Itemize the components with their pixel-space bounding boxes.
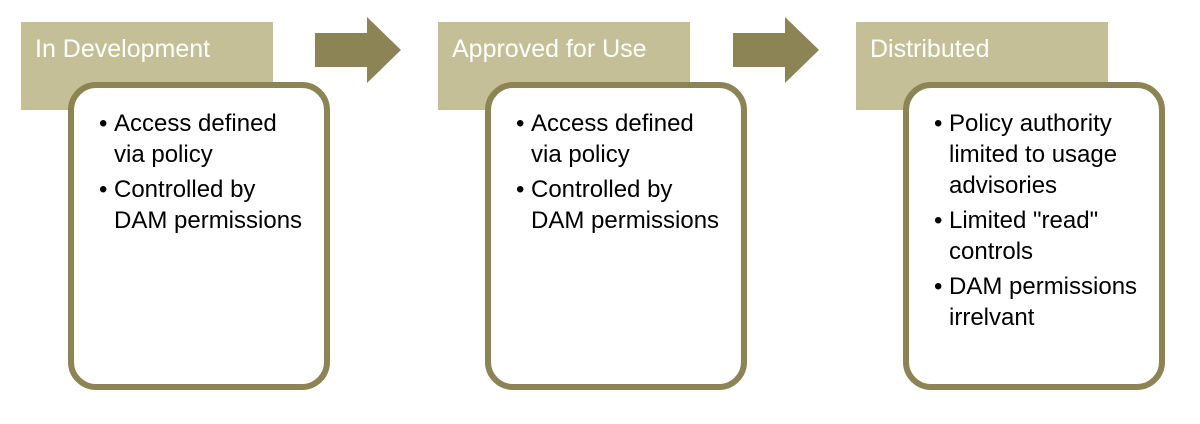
bullet-dot: • bbox=[99, 176, 108, 203]
bullet-dot: • bbox=[934, 110, 943, 137]
bullet-dot: • bbox=[516, 110, 525, 137]
arrow-right-icon bbox=[315, 17, 401, 83]
bullet-text: Controlled by DAM permissions bbox=[531, 176, 720, 234]
bullet-item: •Controlled by DAM permissions bbox=[516, 174, 731, 236]
bullet-text: Access defined via policy bbox=[114, 110, 277, 168]
bullet-dot: • bbox=[516, 176, 525, 203]
bullet-dot: • bbox=[934, 273, 943, 300]
bullet-text: DAM permissions irrelvant bbox=[949, 273, 1138, 331]
bullet-item: •Limited "read" controls bbox=[934, 205, 1149, 267]
bullet-dot: • bbox=[99, 110, 108, 137]
bullet-item: •Policy authority limited to usage advis… bbox=[934, 108, 1149, 201]
bullet-list: •Policy authority limited to usage advis… bbox=[934, 108, 1149, 333]
bullet-item: •DAM permissions irrelvant bbox=[934, 271, 1149, 333]
bullet-list: •Access defined via policy •Controlled b… bbox=[99, 108, 314, 236]
bullet-list: •Access defined via policy •Controlled b… bbox=[516, 108, 731, 236]
stage-in-development: In Development •Access defined via polic… bbox=[21, 0, 361, 424]
stage-details-box: •Policy authority limited to usage advis… bbox=[903, 82, 1165, 390]
bullet-text: Policy authority limited to usage adviso… bbox=[949, 110, 1118, 199]
bullet-item: •Controlled by DAM permissions bbox=[99, 174, 314, 236]
bullet-dot: • bbox=[934, 207, 943, 234]
bullet-item: •Access defined via policy bbox=[516, 108, 731, 170]
bullet-text: Limited "read" controls bbox=[949, 207, 1099, 265]
stage-distributed: Distributed •Policy authority limited to… bbox=[856, 0, 1196, 424]
arrow-right-icon bbox=[733, 17, 819, 83]
bullet-text: Controlled by DAM permissions bbox=[114, 176, 303, 234]
stage-details-box: •Access defined via policy •Controlled b… bbox=[68, 82, 330, 390]
stage-approved-for-use: Approved for Use •Access defined via pol… bbox=[438, 0, 778, 424]
bullet-item: •Access defined via policy bbox=[99, 108, 314, 170]
bullet-text: Access defined via policy bbox=[531, 110, 694, 168]
stage-details-box: •Access defined via policy •Controlled b… bbox=[485, 82, 747, 390]
arrow-right-icon bbox=[733, 17, 819, 83]
arrow-right-icon bbox=[315, 17, 401, 83]
